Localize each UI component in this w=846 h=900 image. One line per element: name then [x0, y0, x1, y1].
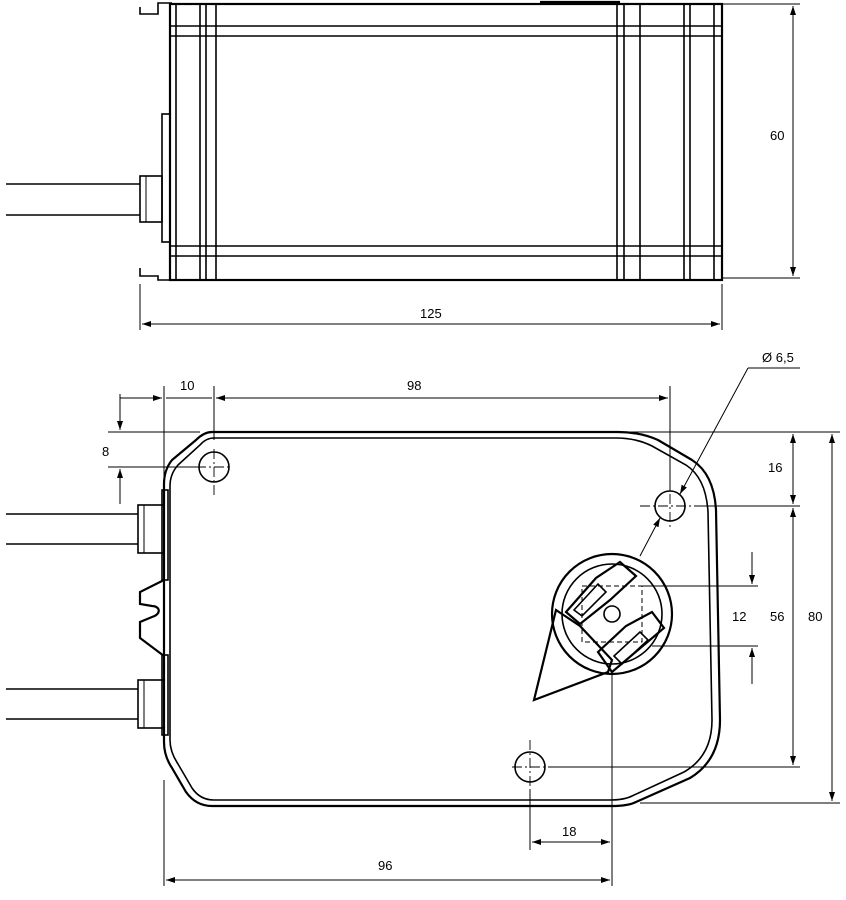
dim-hole-spacing-y: 56	[548, 508, 800, 768]
dim-label-18: 18	[562, 824, 576, 839]
side-cable	[6, 183, 140, 216]
dim-side-width: 125	[139, 284, 723, 330]
side-body	[168, 2, 724, 282]
front-body	[162, 430, 722, 808]
dim-label-10: 10	[180, 378, 194, 393]
dim-label-8: 8	[102, 444, 109, 459]
dim-shaft-slot: 12	[638, 552, 758, 684]
dim-hole-diameter: Ø 6,5	[639, 350, 800, 557]
front-view: 10 98 8 Ø 6,5 16	[6, 350, 840, 886]
side-view: 60 125	[6, 0, 800, 330]
front-cable-gland-top	[137, 504, 165, 554]
side-terminal-block	[161, 113, 171, 243]
front-cable-top	[6, 513, 138, 545]
dim-hole-offsets-x: 10 98	[120, 378, 671, 490]
mounting-hole-top-left	[196, 449, 232, 496]
front-cable-gland-bottom	[137, 679, 165, 729]
shaft-coupling	[532, 552, 674, 702]
dim-label-56: 56	[770, 609, 784, 624]
dim-label-96: 96	[378, 858, 392, 873]
dim-label-16: 16	[768, 460, 782, 475]
position-pointer	[532, 608, 614, 702]
dim-label-98: 98	[407, 378, 421, 393]
dim-label-80: 80	[808, 609, 822, 624]
dim-body-width: 96	[163, 780, 610, 886]
dim-total-height: 80	[640, 434, 840, 804]
dim-label-60: 60	[770, 128, 784, 143]
front-notch	[138, 579, 165, 657]
side-bottom-flange	[139, 268, 172, 281]
side-cable-gland	[139, 175, 163, 223]
front-cable-bottom	[6, 688, 138, 720]
dim-hole-offset-y: 8	[102, 394, 200, 504]
dim-label-125: 125	[420, 306, 442, 321]
dim-label-12: 12	[732, 609, 746, 624]
mounting-hole-bottom	[512, 740, 548, 790]
dim-label-diameter: Ø 6,5	[762, 350, 794, 365]
side-top-flange	[139, 2, 172, 15]
dim-side-height: 60	[722, 3, 800, 279]
dim-right-hole-offset: 16	[618, 431, 840, 507]
dim-shaft-to-hole: 18	[529, 674, 613, 886]
